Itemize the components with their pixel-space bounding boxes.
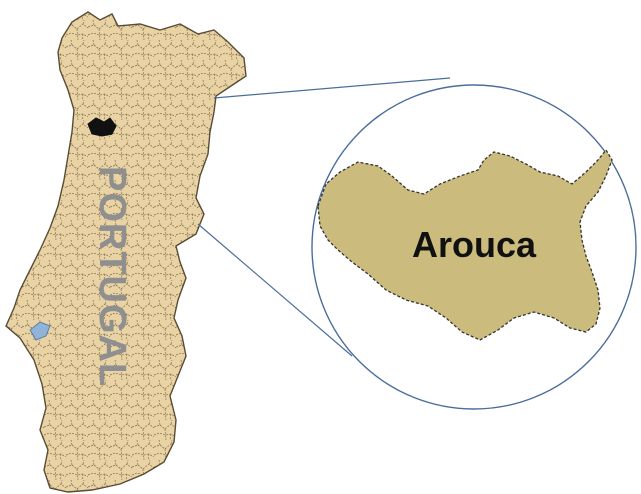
arouca-highlight-marker — [87, 117, 117, 137]
country-label: PORTUGAL — [91, 166, 133, 387]
region-label: Arouca — [412, 224, 537, 265]
arouca-municipality-shape — [317, 148, 613, 341]
inset-connector-top — [213, 77, 451, 99]
inset-connector-bottom — [197, 223, 353, 357]
tagus-estuary — [29, 321, 51, 341]
